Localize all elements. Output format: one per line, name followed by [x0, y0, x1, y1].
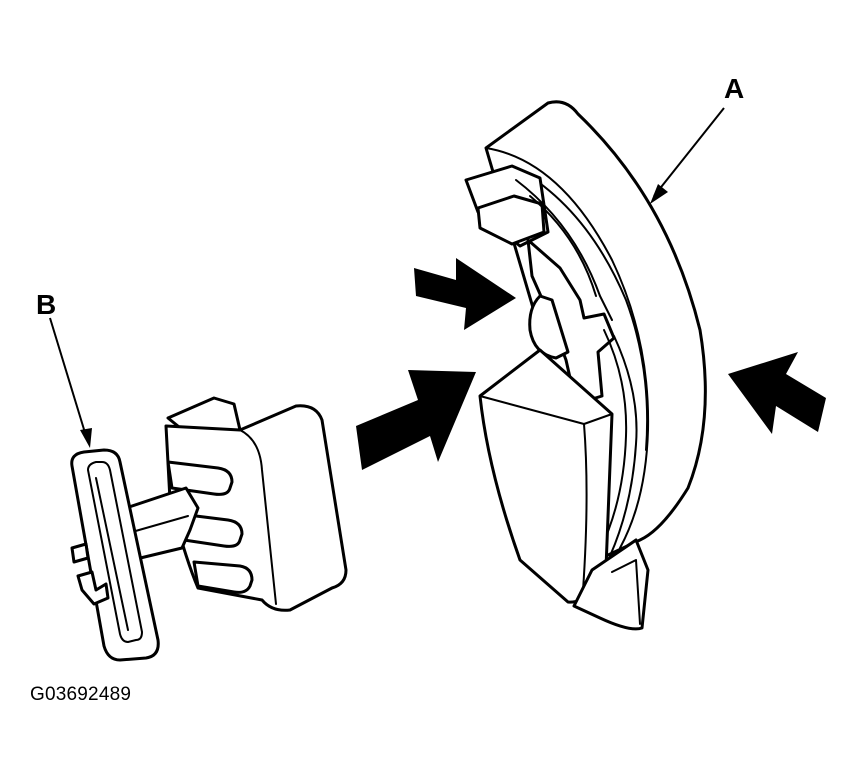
housing-strip	[599, 329, 628, 551]
clip-plate-ear-left	[70, 542, 90, 564]
callout-b-arrowhead	[80, 428, 92, 448]
housing-lower-block-edge	[581, 423, 588, 605]
clip-plate-slot-rib	[95, 477, 129, 631]
part-b-clip	[70, 396, 348, 662]
figure-id: G03692489	[30, 684, 132, 705]
callout-a-leader	[653, 107, 725, 197]
callout-b-leader	[49, 317, 87, 437]
push-arrow-center	[356, 370, 476, 470]
housing-strip-edge	[609, 335, 638, 557]
push-arrow-right	[728, 352, 826, 434]
part-a-housing	[464, 100, 707, 631]
callout-b-label: B	[36, 289, 56, 320]
housing-upper-tab-block	[476, 194, 546, 246]
housing-slot-channel	[515, 179, 613, 321]
clip-plate-inner-slot	[87, 461, 143, 643]
clip-block	[164, 404, 348, 612]
clip-plate-ear-notch	[76, 570, 110, 606]
callout-a-arrowhead	[650, 184, 668, 204]
clip-block-ridge-mid	[178, 512, 244, 548]
clip-stem-edge	[131, 515, 189, 533]
housing-boss	[528, 294, 570, 360]
housing-rim-line	[519, 169, 649, 451]
push-arrow-upper-left	[414, 258, 516, 330]
clip-block-front-edge	[239, 429, 277, 605]
housing-bottom-foot-edge	[611, 559, 641, 625]
callout-a-label: A	[724, 73, 744, 104]
clip-block-ridge-top	[166, 460, 234, 496]
housing-inner-lip	[485, 147, 650, 549]
clip-block-ridge-low	[192, 560, 254, 594]
housing-slot-channel-inner	[529, 195, 597, 297]
